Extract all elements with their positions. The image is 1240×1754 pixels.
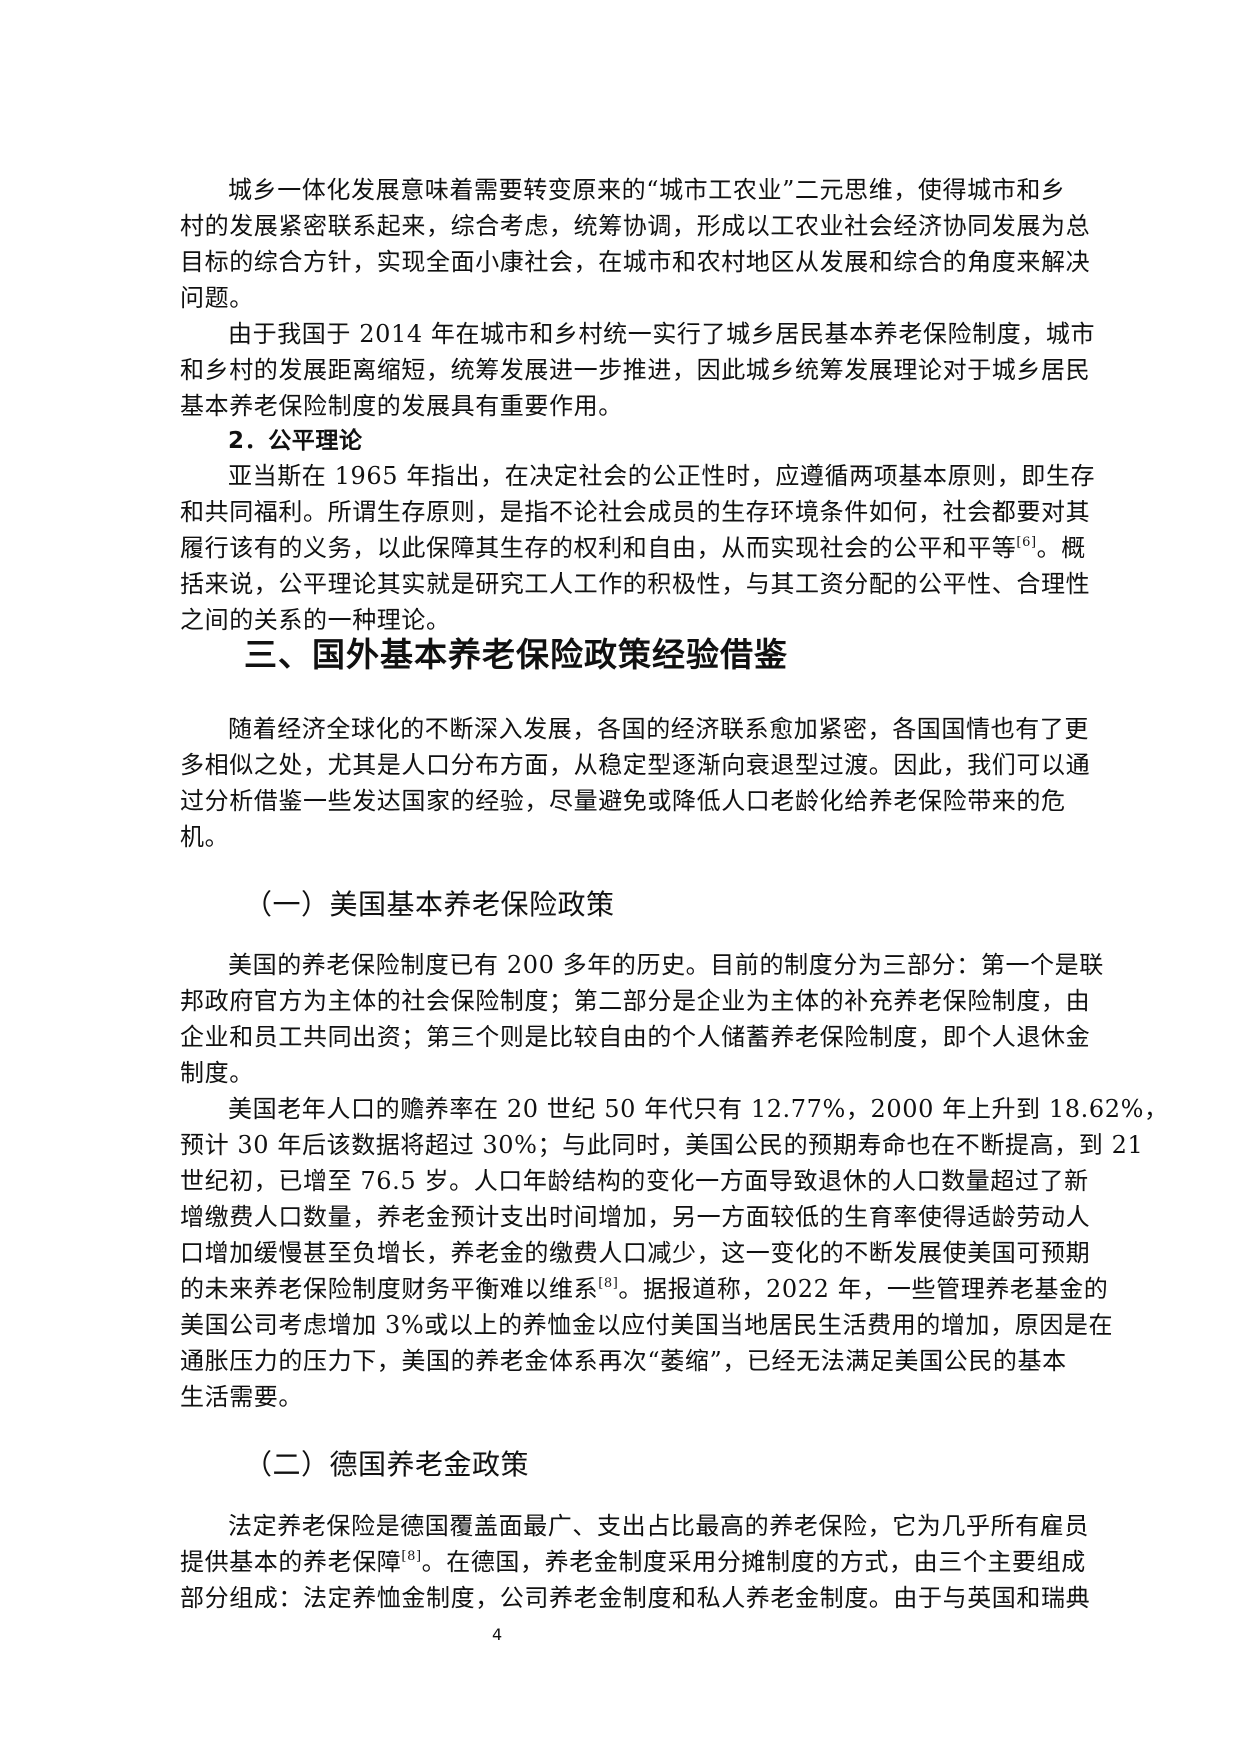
page-number: 4 (492, 1625, 503, 1644)
body-text-line: 通胀压力的压力下，美国的养老金体系再次“萎缩”，已经无法满足美国公民的基本 (180, 1347, 1067, 1375)
body-text-line: 邦政府官方为主体的社会保险制度；第二部分是企业为主体的补充养老保险制度，由 (180, 987, 1091, 1015)
body-text-line: 世纪初，已增至 76.5 岁。人口年龄结构的变化一方面导致退休的人口数量超过了新 (180, 1167, 1089, 1195)
citation-ref[interactable]: [8] (598, 1276, 619, 1291)
body-text-line: 随着经济全球化的不断深入发展，各国的经济联系愈加紧密，各国国情也有了更 (228, 715, 1089, 743)
body-text-line: 基本养老保险制度的发展具有重要作用。 (180, 392, 623, 420)
body-text-line: 括来说，公平理论其实就是研究工人工作的积极性，与其工资分配的公平性、合理性 (180, 570, 1091, 598)
body-text-line: 目标的综合方针，实现全面小康社会，在城市和农村地区从发展和综合的角度来解决 (180, 248, 1091, 276)
body-text-line: 村的发展紧密联系起来，综合考虑，统筹协调，形成以工农业社会经济协同发展为总 (180, 212, 1091, 240)
body-text-line: 美国的养老保险制度已有 200 多年的历史。目前的制度分为三部分：第一个是联 (228, 951, 1104, 979)
body-text-line: 的未来养老保险制度财务平衡难以维系[8]。据报道称，2022 年，一些管理养老基… (180, 1274, 1108, 1304)
body-text-line: 由于我国于 2014 年在城市和乡村统一实行了城乡居民基本养老保险制度，城市 (228, 320, 1096, 348)
body-text-line: 问题。 (180, 284, 254, 312)
body-text: 。在德国，养老金制度采用分摊制度的方式，由三个主要组成 (421, 1548, 1086, 1576)
body-text-line: 美国公司考虑增加 3%或以上的养恤金以应付美国当地居民生活费用的增加，原因是在 (180, 1311, 1114, 1339)
body-text-line: 之间的关系的一种理论。 (180, 606, 451, 634)
body-text-line: 提供基本的养老保障[8]。在德国，养老金制度采用分摊制度的方式，由三个主要组成 (180, 1547, 1086, 1577)
body-text-line: 预计 30 年后该数据将超过 30%；与此同时，美国公民的预期寿命也在不断提高，… (180, 1131, 1144, 1159)
section-heading-germany: （二）德国养老金政策 (244, 1448, 530, 1481)
body-text: 提供基本的养老保障 (180, 1548, 402, 1576)
citation-ref[interactable]: [6] (1016, 535, 1037, 550)
body-text-line: 生活需要。 (180, 1383, 303, 1411)
body-text-line: 法定养老保险是德国覆盖面最广、支出占比最高的养老保险，它为几乎所有雇员 (228, 1512, 1089, 1540)
body-text-line: 过分析借鉴一些发达国家的经验，尽量避免或降低人口老龄化给养老保险带来的危 (180, 787, 1066, 815)
body-text-line: 美国老年人口的赡养率在 20 世纪 50 年代只有 12.77%，2000 年上… (228, 1095, 1169, 1123)
body-text-line: 和共同福利。所谓生存原则，是指不论社会成员的生存环境条件如何，社会都要对其 (180, 498, 1091, 526)
body-text-line: 和乡村的发展距离缩短，统筹发展进一步推进，因此城乡统筹发展理论对于城乡居民 (180, 356, 1091, 384)
body-text-line: 城乡一体化发展意味着需要转变原来的“城市工农业”二元思维，使得城市和乡 (228, 176, 1066, 204)
subsection-heading: 2．公平理论 (228, 428, 363, 454)
body-text-line: 增缴费人口数量，养老金预计支出时间增加，另一方面较低的生育率使得适龄劳动人 (180, 1203, 1091, 1231)
chapter-heading: 三、国外基本养老保险政策经验借鉴 (244, 635, 788, 674)
body-text: 。概 (1036, 534, 1086, 562)
body-text-line: 亚当斯在 1965 年指出，在决定社会的公正性时，应遵循两项基本原则，即生存 (228, 462, 1096, 490)
citation-ref[interactable]: [8] (401, 1549, 422, 1564)
body-text-line: 制度。 (180, 1059, 254, 1087)
section-heading-usa: （一）美国基本养老保险政策 (244, 888, 615, 921)
body-text: 履行该有的义务，以此保障其生存的权利和自由，从而实现社会的公平和平等 (180, 534, 1017, 562)
body-text-line: 企业和员工共同出资；第三个则是比较自由的个人储蓄养老保险制度，即个人退休金 (180, 1023, 1091, 1051)
body-text-line: 部分组成：法定养恤金制度，公司养老金制度和私人养老金制度。由于与英国和瑞典 (180, 1584, 1091, 1612)
body-text-line: 机。 (180, 823, 230, 851)
body-text: 。据报道称，2022 年，一些管理养老基金的 (618, 1275, 1109, 1303)
body-text-line: 多相似之处，尤其是人口分布方面，从稳定型逐渐向衰退型过渡。因此，我们可以通 (180, 751, 1091, 779)
body-text-line: 履行该有的义务，以此保障其生存的权利和自由，从而实现社会的公平和平等[6]。概 (180, 533, 1086, 563)
body-text-line: 口增加缓慢甚至负增长，养老金的缴费人口减少，这一变化的不断发展使美国可预期 (180, 1239, 1091, 1267)
body-text: 的未来养老保险制度财务平衡难以维系 (180, 1275, 599, 1303)
